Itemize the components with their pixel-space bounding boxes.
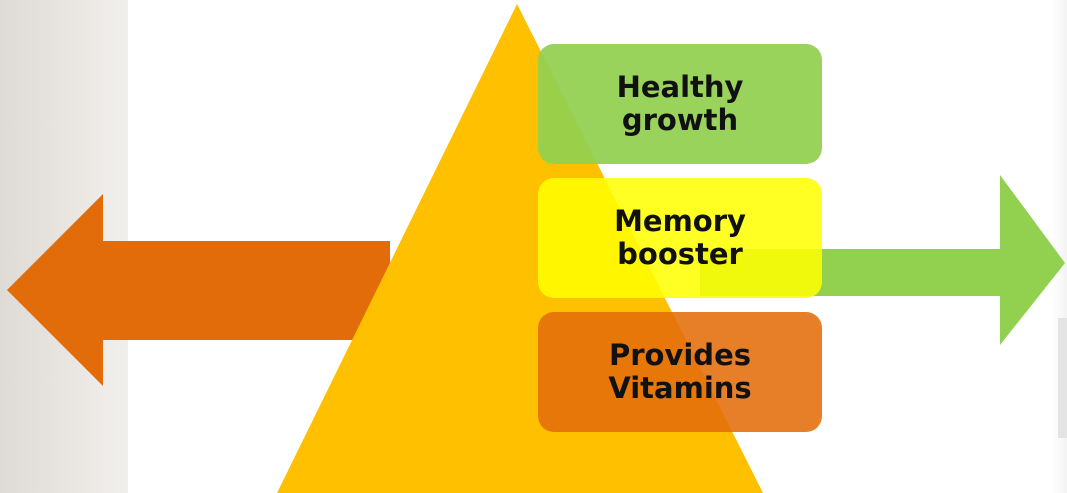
benefit-box-provides-vitamins: Provides Vitamins bbox=[538, 312, 822, 432]
benefit-box-memory-booster: Memory booster bbox=[538, 178, 822, 298]
benefit-label: Memory booster bbox=[614, 204, 746, 271]
benefit-label: Provides Vitamins bbox=[608, 338, 752, 405]
benefit-box-healthy-growth: Healthy growth bbox=[538, 44, 822, 164]
right-arrow bbox=[700, 175, 1065, 345]
left-arrow bbox=[7, 194, 390, 386]
benefit-label: Healthy growth bbox=[616, 70, 744, 137]
right-background-photo-detail bbox=[1058, 318, 1067, 438]
